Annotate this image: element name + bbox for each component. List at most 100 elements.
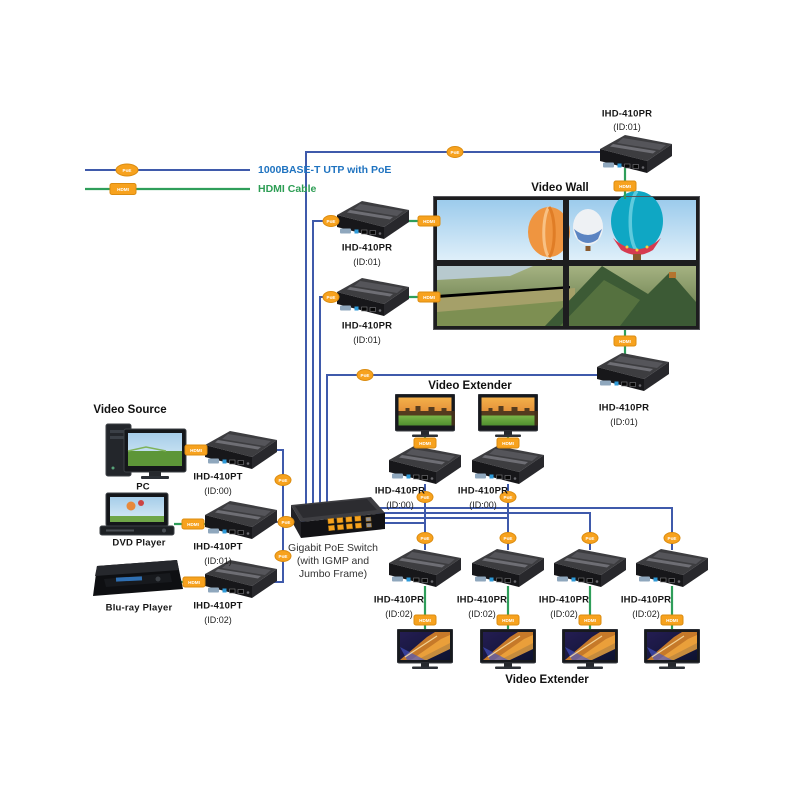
svg-text:PoE: PoE [668, 536, 677, 541]
receiver-bottom-3-id: (ID:02) [550, 609, 578, 619]
hdmi-marker: HDMI [613, 180, 637, 192]
hdmi-markers: HDMI HDMI HDMI HDMI HDMI HDMI HDMI HDMI … [109, 180, 684, 626]
video-wall [433, 189, 700, 330]
receiver-wall-left-2-model: IHD-410PR [341, 320, 393, 332]
legend-hdmi-label: HDMI Cable [258, 183, 317, 195]
poe-marker: PoE [274, 474, 292, 486]
label-pc: PC [136, 481, 150, 493]
monitor-bottom-3 [562, 629, 618, 670]
receiver-wall-right [596, 352, 670, 392]
svg-text:HDMI: HDMI [117, 187, 129, 192]
svg-text:PoE: PoE [504, 495, 513, 500]
title-video-wall: Video Wall [531, 182, 589, 194]
receiver-mid-2-id: (ID:00) [469, 500, 497, 510]
bluray-player-icon [93, 560, 183, 596]
video-wall-divider-h [433, 260, 700, 266]
receiver-bottom-4-id: (ID:02) [632, 609, 660, 619]
transmitter-pc [204, 430, 278, 470]
svg-text:HDMI: HDMI [188, 580, 200, 585]
switch-line2: (with IGMP and [296, 555, 370, 567]
svg-text:HDMI: HDMI [190, 448, 202, 453]
svg-text:PoE: PoE [279, 554, 288, 559]
hdmi-marker: HDMI [613, 335, 637, 347]
poe-marker: PoE [446, 146, 464, 158]
receiver-bottom-2-model: IHD-410PR [456, 594, 508, 606]
monitor-bottom-2 [480, 629, 536, 670]
svg-text:HDMI: HDMI [423, 295, 435, 300]
svg-text:HDMI: HDMI [666, 618, 678, 623]
poe-marker: PoE [416, 491, 434, 503]
svg-text:PoE: PoE [421, 536, 430, 541]
svg-text:PoE: PoE [327, 219, 336, 224]
hdmi-marker: HDMI [578, 614, 602, 626]
switch-line3: Jumbo Frame) [298, 568, 368, 580]
svg-text:HDMI: HDMI [419, 441, 431, 446]
utp-to-top-receiver [305, 151, 600, 506]
utp-to-wall-right [326, 374, 597, 506]
transmitter-dvd-id: (ID:01) [204, 556, 232, 566]
balloon-teal [611, 189, 663, 261]
svg-text:HDMI: HDMI [619, 184, 631, 189]
dvd-player-icon [99, 492, 175, 536]
transmitter-bluray-model: IHD-410PT [193, 600, 243, 612]
svg-text:PoE: PoE [586, 536, 595, 541]
svg-text:HDMI: HDMI [187, 522, 199, 527]
hdmi-marker: HDMI [496, 437, 520, 449]
landscape-mountain-light [560, 280, 640, 326]
poe-marker: PoE [322, 291, 340, 303]
svg-text:HDMI: HDMI [619, 339, 631, 344]
landscape-water [437, 263, 540, 280]
poe-marker: PoE [322, 215, 340, 227]
receiver-mid-1 [388, 445, 462, 485]
receiver-bottom-3-model: IHD-410PR [538, 594, 590, 606]
title-video-extender-bottom: Video Extender [505, 674, 589, 686]
hdmi-marker: HDMI [184, 444, 208, 456]
receiver-mid-2 [471, 445, 545, 485]
poe-marker: PoE [274, 550, 292, 562]
poe-marker: PoE [277, 516, 295, 528]
receiver-bottom-1 [388, 548, 462, 588]
receiver-mid-1-id: (ID:00) [386, 500, 414, 510]
svg-text:HDMI: HDMI [584, 618, 596, 623]
hdmi-marker: HDMI [181, 518, 205, 530]
receiver-bottom-4 [635, 548, 709, 588]
hdmi-marker: HDMI [413, 614, 437, 626]
hdmi-marker: HDMI [660, 614, 684, 626]
switch-name: Gigabit PoE Switch [288, 542, 378, 554]
receiver-bottom-2 [471, 548, 545, 588]
receiver-top-id: (ID:01) [613, 122, 641, 132]
label-dvd-player: DVD Player [112, 537, 166, 549]
utp-bus-1 [372, 507, 673, 550]
hdmi-marker: HDMI [417, 291, 441, 303]
pc-icon [105, 423, 187, 479]
monitor-mid-2 [478, 394, 538, 438]
svg-text:PoE: PoE [361, 373, 370, 378]
receiver-wall-left-2-id: (ID:01) [353, 335, 381, 345]
label-bluray-player: Blu-ray Player [105, 602, 173, 614]
hdmi-marker: HDMI [182, 576, 206, 588]
hdmi-marker: HDMI [413, 437, 437, 449]
balloon-basket-far [669, 272, 676, 278]
svg-text:PoE: PoE [504, 536, 513, 541]
receiver-mid-2-model: IHD-410PR [457, 485, 509, 497]
svg-text:PoE: PoE [327, 295, 336, 300]
utp-to-wall-left-1 [312, 220, 346, 506]
svg-text:PoE: PoE [421, 495, 430, 500]
video-wall-frame [433, 196, 700, 330]
svg-text:HDMI: HDMI [423, 219, 435, 224]
svg-text:PoE: PoE [451, 150, 460, 155]
receiver-wall-right-model: IHD-410PR [598, 402, 650, 414]
hdmi-marker: HDMI [109, 183, 137, 195]
hdmi-marker: HDMI [496, 614, 520, 626]
receiver-bottom-2-id: (ID:02) [468, 609, 496, 619]
transmitter-pc-model: IHD-410PT [193, 471, 243, 483]
landscape-fields-2 [437, 300, 575, 326]
receiver-bottom-1-id: (ID:02) [385, 609, 413, 619]
svg-text:HDMI: HDMI [502, 618, 514, 623]
poe-marker: PoE [115, 163, 139, 177]
poe-marker: PoE [499, 491, 517, 503]
receiver-wall-left-1 [336, 200, 410, 240]
receiver-mid-1-model: IHD-410PR [374, 485, 426, 497]
poe-marker: PoE [499, 532, 517, 544]
